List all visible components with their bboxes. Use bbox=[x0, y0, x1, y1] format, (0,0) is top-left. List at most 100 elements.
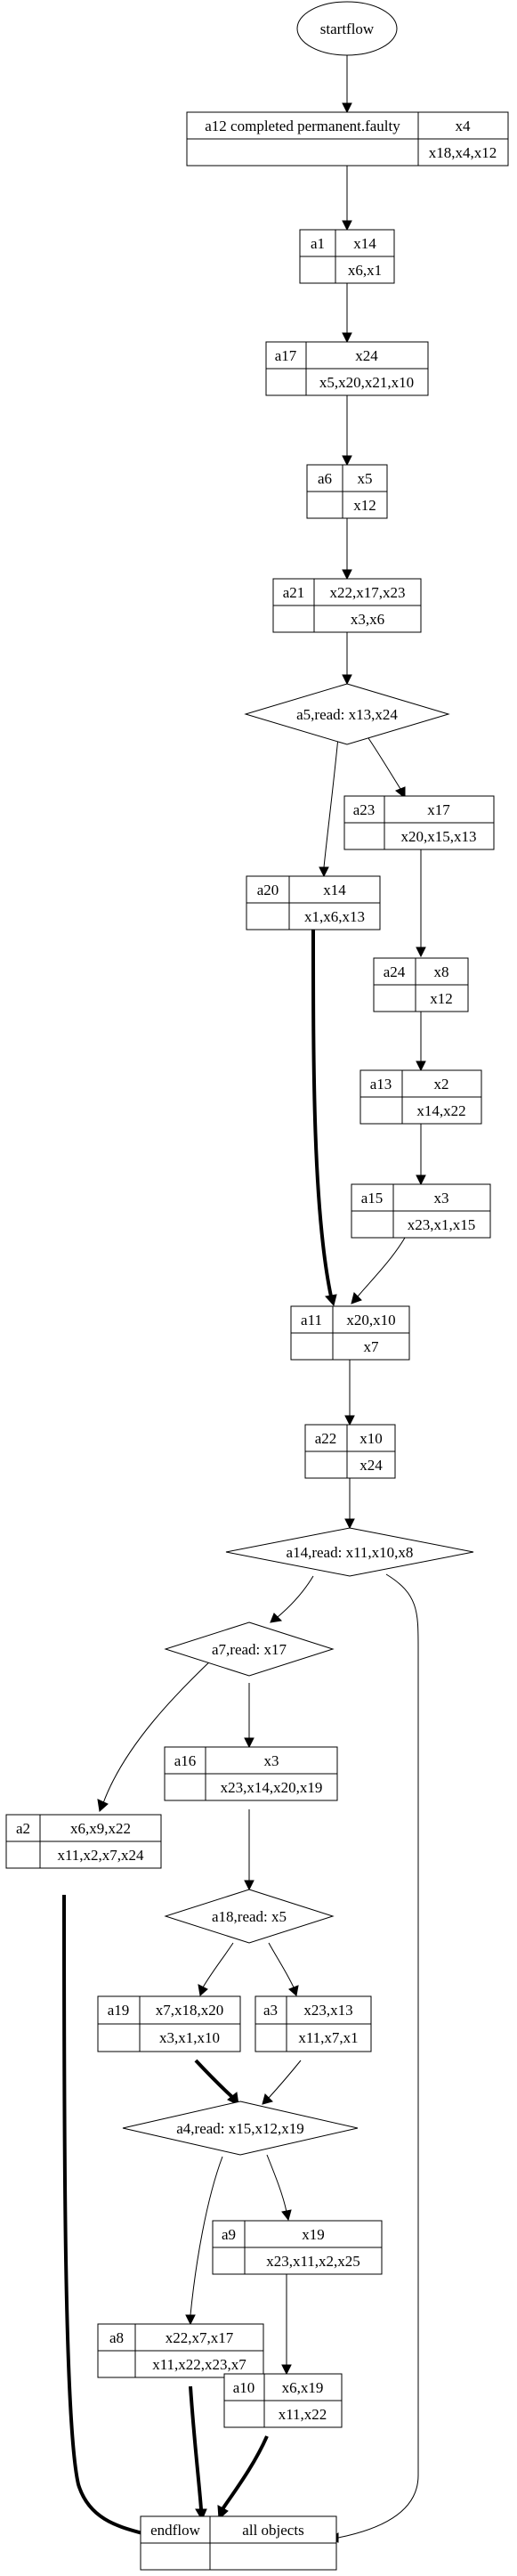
edge-a20-a11 bbox=[311, 929, 333, 1297]
node-a24-bottom: x12 bbox=[430, 990, 453, 1007]
decision-a7-diamond bbox=[164, 1621, 335, 1677]
node-a17-id: a17 bbox=[275, 347, 297, 364]
node-a8-id: a8 bbox=[109, 2329, 124, 2346]
arrowhead bbox=[342, 102, 352, 114]
decision-a4-label: a4,read: x15,x12,x19 bbox=[176, 2120, 304, 2137]
edge-a14-endflow bbox=[337, 1573, 419, 2539]
decision-a14-label: a14,read: x11,x10,x8 bbox=[287, 1544, 414, 1561]
start-node: startflow bbox=[296, 1, 398, 56]
arrowhead bbox=[342, 332, 352, 344]
node-a13-id: a13 bbox=[370, 1076, 392, 1093]
node-a3: a3 x23,x13 x11,x7,x1 bbox=[254, 1995, 372, 2052]
arrowhead bbox=[416, 947, 426, 958]
decision-a7: a7,read: x17 bbox=[164, 1621, 335, 1677]
decision-a5-diamond bbox=[244, 683, 450, 745]
edge-a18-a3 bbox=[268, 1942, 295, 1988]
node-a2: a2 x6,x9,x22 x11,x2,x7,x24 bbox=[5, 1814, 162, 1869]
node-a15-id: a15 bbox=[361, 1190, 384, 1207]
node-a12-id: a12 completed permanent.faulty bbox=[205, 118, 400, 134]
node-a12-bottom: x18,x4,x12 bbox=[429, 144, 497, 161]
node-a19: a19 x7,x18,x20 x3,x1,x10 bbox=[97, 1995, 241, 2052]
node-a21-bottom: x3,x6 bbox=[351, 611, 384, 628]
edge-a4-a9 bbox=[266, 2154, 287, 2213]
arrowhead bbox=[342, 569, 352, 581]
node-a20-top: x14 bbox=[323, 882, 346, 898]
arrowhead bbox=[342, 674, 352, 686]
arrowhead bbox=[342, 455, 352, 467]
node-a10: a10 x6,x19 x11,x22 bbox=[223, 2373, 343, 2428]
node-a1-top: x14 bbox=[353, 235, 376, 252]
node-a6-id: a6 bbox=[318, 470, 332, 487]
node-a3-bottom: x11,x7,x1 bbox=[298, 2029, 358, 2046]
node-a3-top: x23,x13 bbox=[303, 2002, 352, 2019]
node-a21: a21 x22,x17,x23 x3,x6 bbox=[272, 578, 422, 633]
edge-a19-a4 bbox=[194, 2059, 235, 2100]
node-a13-bottom: x14,x22 bbox=[416, 1102, 465, 1119]
node-a19-id: a19 bbox=[108, 2002, 130, 2019]
arrowhead bbox=[344, 1518, 355, 1530]
node-a20-id: a20 bbox=[257, 882, 279, 898]
node-a8-bottom: x11,x22,x23,x7 bbox=[152, 2356, 246, 2373]
node-a11-top: x20,x10 bbox=[346, 1312, 395, 1329]
node-a12-top: x4 bbox=[456, 118, 472, 134]
decision-a14-diamond bbox=[225, 1527, 474, 1577]
edge-a10-endflow bbox=[221, 2435, 269, 2511]
node-a6: a6 x5 x12 bbox=[306, 464, 388, 519]
decision-a18-diamond bbox=[164, 1889, 335, 1944]
node-a2-id: a2 bbox=[16, 1820, 30, 1837]
node-a8-top: x22,x7,x17 bbox=[166, 2329, 234, 2346]
node-a6-bottom: x12 bbox=[353, 497, 376, 514]
node-a1-id: a1 bbox=[311, 235, 325, 252]
decision-a18-label: a18,read: x5 bbox=[212, 1908, 287, 1925]
arrowhead bbox=[344, 1415, 355, 1426]
node-a17: a17 x24 x5,x20,x21,x10 bbox=[265, 341, 429, 396]
node-a21-id: a21 bbox=[283, 584, 305, 601]
node-a6-top: x5 bbox=[358, 470, 373, 487]
node-a24-top: x8 bbox=[434, 963, 449, 980]
end-node: endflow all objects bbox=[140, 2515, 337, 2571]
arrowhead bbox=[227, 2092, 239, 2106]
arrowhead bbox=[97, 1799, 109, 1812]
decision-a4-diamond bbox=[122, 2101, 359, 2156]
node-a1: a1 x14 x6,x1 bbox=[299, 229, 395, 284]
node-a15: a15 x3 x23,x1,x15 bbox=[351, 1183, 491, 1239]
arrowhead bbox=[325, 1294, 337, 1307]
node-a11-bottom: x7 bbox=[364, 1338, 380, 1355]
decision-a5-label: a5,read: x13,x24 bbox=[296, 706, 398, 723]
arrowhead bbox=[395, 786, 406, 800]
node-a20-bottom: x1,x6,x13 bbox=[304, 908, 365, 925]
decision-a18: a18,read: x5 bbox=[164, 1889, 335, 1944]
node-a9-bottom: x23,x11,x2,x25 bbox=[266, 2253, 360, 2270]
end-node-right-label: all objects bbox=[242, 2522, 303, 2539]
node-a23: a23 x17 x20,x15,x13 bbox=[343, 795, 495, 850]
arrowhead bbox=[217, 2505, 229, 2521]
node-a23-id: a23 bbox=[353, 801, 376, 818]
arrowhead bbox=[185, 2314, 196, 2326]
node-a9: a9 x19 x23,x11,x2,x25 bbox=[212, 2220, 383, 2275]
node-a17-top: x24 bbox=[355, 347, 378, 364]
node-a22-bottom: x24 bbox=[359, 1457, 383, 1474]
node-a22: a22 x10 x24 bbox=[304, 1424, 396, 1479]
arrowhead bbox=[351, 1292, 362, 1304]
edge-a5-a20 bbox=[323, 736, 339, 868]
node-a16-id: a16 bbox=[174, 1752, 197, 1769]
node-a9-top: x19 bbox=[302, 2226, 325, 2243]
node-a13-top: x2 bbox=[434, 1076, 449, 1093]
arrowhead bbox=[416, 1174, 426, 1186]
edge-a14-a7 bbox=[277, 1575, 314, 1618]
node-a16-bottom: x23,x14,x20,x19 bbox=[221, 1779, 323, 1796]
node-a2-bottom: x11,x2,x7,x24 bbox=[57, 1847, 144, 1864]
decision-a5: a5,read: x13,x24 bbox=[244, 683, 450, 745]
decision-a4: a4,read: x15,x12,x19 bbox=[122, 2101, 359, 2156]
edge-a5-a23 bbox=[366, 735, 401, 790]
edge-a7-a2 bbox=[102, 1657, 214, 1804]
arrowhead bbox=[281, 2209, 292, 2222]
node-a24-id: a24 bbox=[384, 963, 406, 980]
node-a15-bottom: x23,x1,x15 bbox=[408, 1216, 476, 1233]
node-a16-top: x3 bbox=[264, 1752, 279, 1769]
end-node-left-label: endflow bbox=[150, 2522, 200, 2539]
node-a10-id: a10 bbox=[233, 2379, 255, 2396]
arrowhead bbox=[416, 1060, 426, 1072]
node-a13: a13 x2 x14,x22 bbox=[359, 1069, 482, 1125]
edge-a4-a8 bbox=[190, 2156, 223, 2316]
